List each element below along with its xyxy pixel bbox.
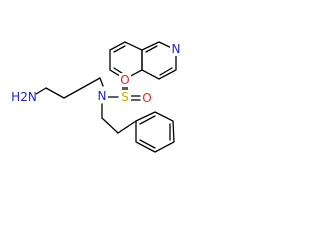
sulfonamide-nitrogen-label: N	[98, 89, 107, 103]
benzo-inner-1	[113, 45, 126, 53]
oxygen-lower-label: O	[142, 91, 151, 105]
bond-ch2-ch2	[101, 117, 119, 134]
isoquinoline-nitrogen-label: N	[172, 42, 181, 56]
phenyl-ring	[135, 111, 175, 153]
atom-labels: H2N N S O O N	[11, 42, 182, 105]
bond-amine-c1	[35, 87, 47, 95]
isoquinoline-rings	[109, 41, 177, 80]
bond-ch2-phenyl	[117, 120, 137, 134]
bond-c4-n	[99, 77, 104, 87]
aminopropyl-chain	[35, 77, 104, 99]
molecule-diagram: H2N N S O O N	[11, 41, 182, 153]
sulfur-label: S	[121, 90, 129, 104]
pyridine-inner-1	[145, 45, 158, 53]
bond-c3-c4	[81, 77, 101, 89]
bond-c1-c2	[45, 87, 65, 99]
amine-label: H2N	[11, 90, 37, 104]
pyridine-ring	[141, 41, 177, 80]
bond-c2-c3	[63, 87, 83, 99]
phenethyl-chain	[101, 103, 137, 134]
phenyl-inner-1	[139, 115, 156, 125]
oxygen-upper-label: O	[120, 73, 129, 87]
phenyl-hexagon	[135, 111, 175, 153]
pyridine-inner-2	[159, 67, 173, 76]
phenyl-inner-3	[139, 139, 156, 149]
